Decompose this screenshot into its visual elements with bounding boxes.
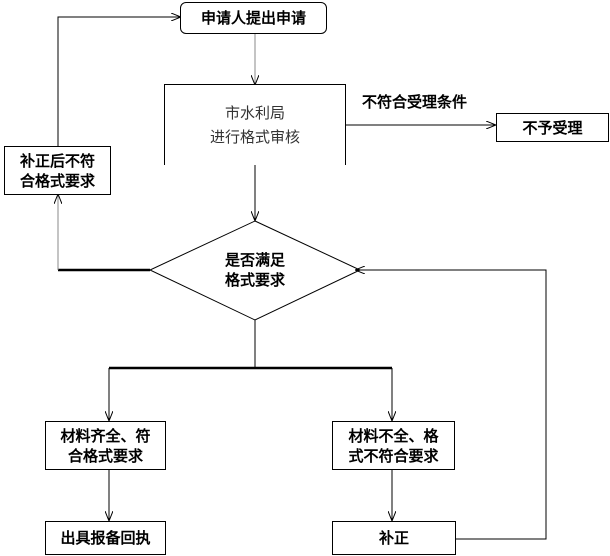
decision-node-label: 是否满足 格式要求 [224, 251, 285, 289]
review-node-label: 市水利局 进行格式审核 [209, 104, 300, 146]
arrow-supplement-to-decision [356, 270, 547, 540]
decision-node: 是否满足 格式要求 [190, 248, 320, 292]
incomplete-node-label: 材料不全、格 式不符合要求 [348, 426, 439, 465]
receipt-node-label: 出具报备回执 [60, 529, 151, 547]
start-node: 申请人提出申请 [180, 2, 327, 34]
edge-label-not-eligible: 不符合受理条件 [362, 93, 468, 111]
complete-node-label: 材料齐全、符 合格式要求 [60, 426, 151, 465]
receipt-node: 出具报备回执 [45, 521, 166, 555]
correction-incomplete-label: 补正后不符 合格式要求 [19, 151, 95, 190]
correction-incomplete-node: 补正后不符 合格式要求 [4, 146, 111, 195]
start-node-label: 申请人提出申请 [200, 9, 306, 27]
reject-node-label: 不予受理 [522, 118, 583, 137]
supplement-node-label: 补正 [378, 529, 409, 547]
incomplete-node: 材料不全、格 式不符合要求 [332, 421, 455, 470]
complete-node: 材料齐全、符 合格式要求 [45, 421, 166, 470]
reject-node: 不予受理 [496, 113, 609, 142]
arrow-correction-to-start [57, 17, 180, 146]
review-node: 市水利局 进行格式审核 [164, 84, 346, 165]
supplement-node: 补正 [332, 521, 456, 555]
